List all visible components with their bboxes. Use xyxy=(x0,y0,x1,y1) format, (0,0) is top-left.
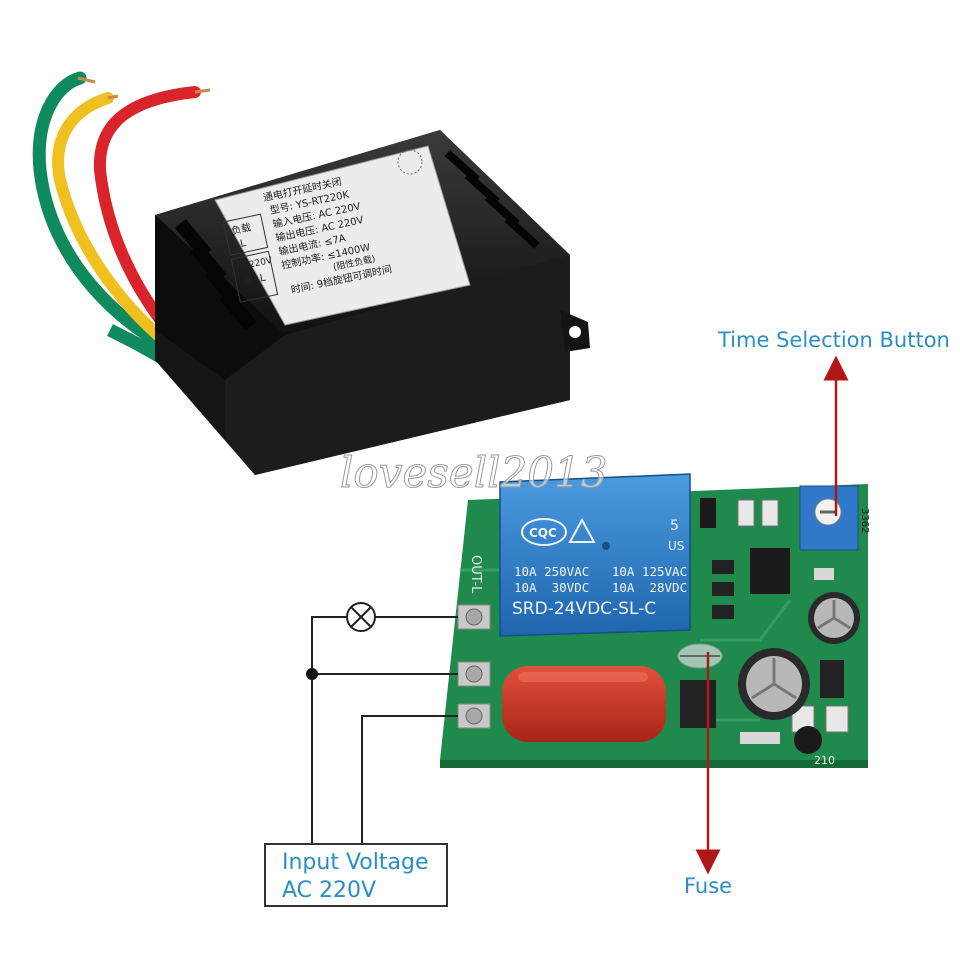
watermark: lovesell2013 xyxy=(339,448,608,498)
module-side-label: 负载 xyxy=(230,221,252,238)
relay: CQC 5 US 10A 250VAC 10A 125VAC 10A 30VDC… xyxy=(499,473,691,637)
out-label: OUT-L xyxy=(468,555,483,594)
transistor xyxy=(794,726,822,754)
terminal-block xyxy=(457,604,491,729)
wiring-schematic xyxy=(311,616,458,843)
electrolytic-capacitors xyxy=(738,592,860,720)
fuse-label: Fuse xyxy=(684,874,733,898)
terminal-l-lower: L xyxy=(259,273,267,285)
input-voltage-box: Input Voltage AC 220V xyxy=(264,843,448,907)
pcb-board: OUT-L CQC 5 US 10A 250VAC 10A 125VAC 10A… xyxy=(440,473,870,768)
input-voltage-line2: AC 220V xyxy=(282,878,377,903)
relay-rating-2: 10A 30VDC 10A 28VDC xyxy=(514,580,687,595)
pot-label: 3362 xyxy=(859,508,870,533)
relay-us-mark: US xyxy=(668,539,684,553)
time-selection-label: Time Selection Button xyxy=(718,328,950,352)
smd-components xyxy=(680,498,849,744)
film-capacitor xyxy=(502,666,666,742)
relay-brand: CQC xyxy=(529,526,557,540)
dial-graphic xyxy=(397,149,423,175)
relay-model: SRD-24VDC-SL-C xyxy=(512,599,656,619)
fuse-component xyxy=(677,643,723,669)
timer-module: 负载 L AC220V N L 通电打开延时关闭 型号: YS-RT220K 输… xyxy=(155,130,590,475)
vent-slots xyxy=(175,149,540,331)
terminal-l-upper: L xyxy=(239,238,247,250)
lamp-icon xyxy=(346,602,376,632)
module-label: 负载 L AC220V N L 通电打开延时关闭 型号: YS-RT220K 输… xyxy=(214,145,471,326)
board-bottom-code: 210 xyxy=(814,754,835,767)
relay-rating-1: 10A 250VAC 10A 125VAC xyxy=(514,564,687,579)
time-selection-potentiometer: 3362 xyxy=(799,485,870,551)
relay-mark: 5 xyxy=(670,518,679,534)
input-voltage-line1: Input Voltage xyxy=(282,850,429,875)
terminal-n: N xyxy=(243,276,253,288)
junction-dot xyxy=(306,668,318,680)
